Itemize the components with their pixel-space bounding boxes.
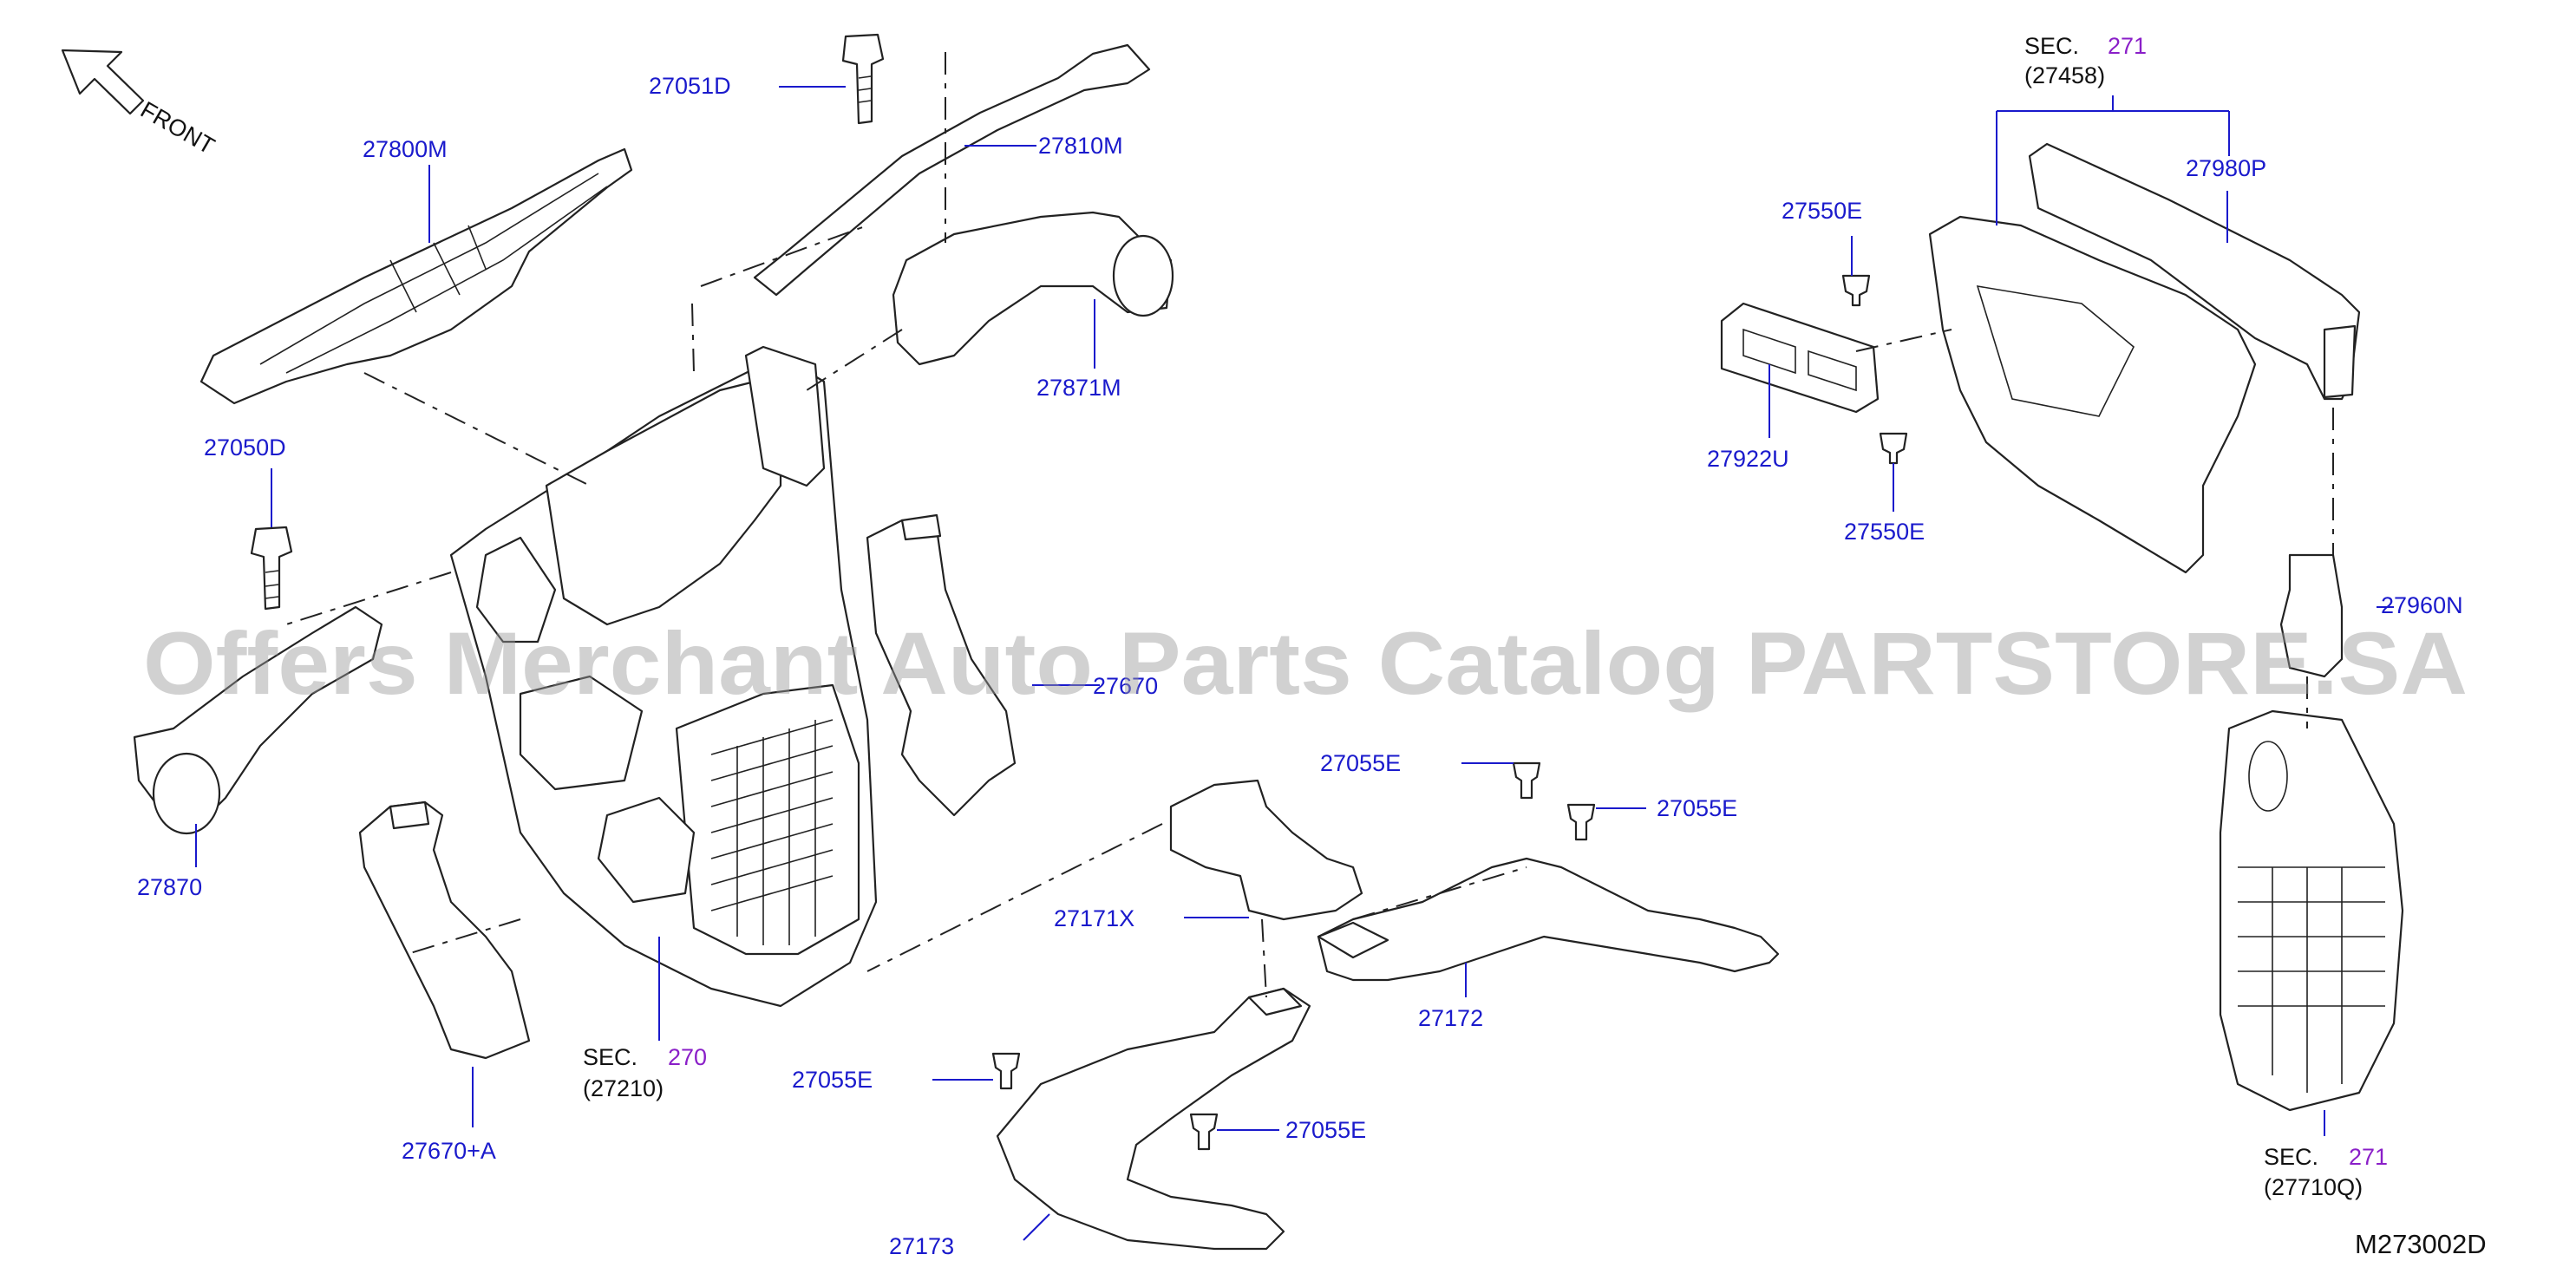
clip-27055E-1[interactable] [1512,761,1541,800]
clip-27055E-3[interactable] [991,1052,1021,1090]
duct-27810M[interactable] [753,43,1151,297]
duct-27670[interactable] [866,513,1017,817]
label-27670[interactable]: 27670 [1093,673,1158,699]
screw-27550E-2[interactable] [1879,432,1908,465]
duct-27871M[interactable] [892,211,1174,366]
front-arrow-icon [61,49,145,115]
duct-27171X[interactable] [1169,779,1363,921]
label-27171X[interactable]: 27171X [1054,905,1134,931]
label-27051D[interactable]: 27051D [649,73,731,99]
label-27055E-4[interactable]: 27055E [1285,1117,1366,1143]
duct-27173[interactable] [996,987,1311,1251]
vent-duct-27980P[interactable] [2028,142,2361,401]
label-27670A[interactable]: 27670+A [402,1138,496,1164]
label-27871M[interactable]: 27871M [1036,375,1121,401]
label-27173[interactable]: 27173 [889,1233,954,1259]
grille-27922U[interactable] [1720,302,1880,414]
label-27172[interactable]: 27172 [1418,1005,1483,1031]
label-27800M[interactable]: 27800M [363,136,448,162]
label-27055E-1[interactable]: 27055E [1320,750,1401,776]
clip-27055E-2[interactable] [1566,803,1596,841]
label-27550E-1[interactable]: 27550E [1782,198,1862,224]
sec271-top-number[interactable]: 271 [2108,33,2147,59]
label-27050D[interactable]: 27050D [204,434,286,461]
duct-27870[interactable] [133,605,383,835]
label-27810M[interactable]: 27810M [1038,133,1123,159]
bolt-27050D[interactable] [250,526,293,611]
bolt-27051D[interactable] [841,33,885,125]
sec271-bottom-part: (27710Q) [2264,1174,2363,1200]
duct-27670A[interactable] [358,800,531,1060]
section-ref-270[interactable]: SEC. 270 (27210) [583,1044,707,1101]
label-27960N[interactable]: 27960N [2381,592,2463,618]
clip-27055E-4[interactable] [1189,1113,1219,1151]
sec270-number[interactable]: 270 [668,1044,707,1070]
panel-27980P[interactable] [1928,215,2257,574]
assembly-lines [285,52,2334,998]
duct-27172[interactable] [1317,857,1780,982]
sec270-part: (27210) [583,1075,664,1101]
heater-unit-main[interactable] [449,345,878,1008]
section-271-unit[interactable] [2219,709,2404,1112]
sec271-top-prefix: SEC. [2024,33,2079,59]
label-27922U[interactable]: 27922U [1707,446,1789,472]
screw-27550E-1[interactable] [1841,274,1871,307]
label-27870[interactable]: 27870 [137,874,202,900]
defroster-nozzle-27800M[interactable] [199,147,633,405]
label-27055E-3[interactable]: 27055E [792,1067,873,1093]
leader-lines [195,86,2394,1241]
sec271-bottom-number[interactable]: 271 [2349,1144,2388,1170]
label-27055E-2[interactable]: 27055E [1657,795,1737,821]
drawing-code: M273002D [2355,1229,2487,1259]
label-27980P[interactable]: 27980P [2186,155,2266,181]
front-label: FRONT [136,96,219,159]
section-ref-271-bottom[interactable]: SEC. 271 (27710Q) [2264,1144,2388,1200]
label-27550E-2[interactable]: 27550E [1844,519,1925,545]
sec271-top-part: (27458) [2024,62,2105,88]
sec271-bottom-prefix: SEC. [2264,1144,2318,1170]
sec270-prefix: SEC. [583,1044,637,1070]
section-ref-271-top[interactable]: SEC. 271 (27458) [2024,33,2147,88]
watermark: Offers Merchant Auto Parts Catalog PARTS… [143,614,2468,713]
duct-27960N[interactable] [2279,553,2344,678]
